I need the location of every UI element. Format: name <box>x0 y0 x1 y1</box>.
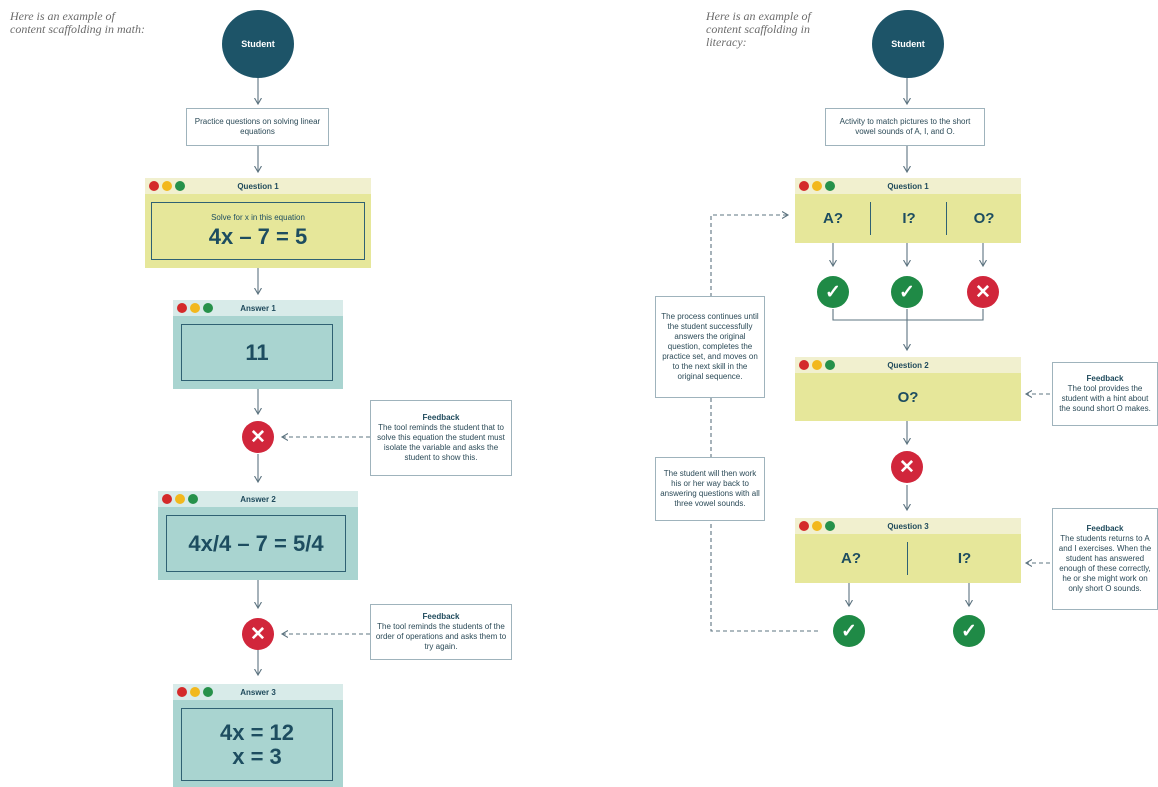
answer-line-2: x = 3 <box>232 743 282 769</box>
window-title: Question 1 <box>887 181 929 191</box>
activity-box: Practice questions on solving linear equ… <box>186 108 329 146</box>
window-title: Answer 3 <box>240 687 276 697</box>
window-titlebar: Question 1 <box>795 178 1021 194</box>
equation-frame: Solve for x in this equation 4x – 7 = 5 <box>151 202 365 260</box>
window-controls <box>149 181 185 191</box>
vowel-option-o: O? <box>973 210 995 227</box>
answer-1-window: Answer 1 11 <box>173 300 343 389</box>
return-note-box: The student will then work his or her wa… <box>655 457 765 521</box>
process-note-box: The process continues until the student … <box>655 296 765 398</box>
question-prompt: Solve for x in this equation <box>211 213 305 222</box>
feedback-box: Feedback The students returns to A and I… <box>1052 508 1158 610</box>
window-body: Solve for x in this equation 4x – 7 = 5 <box>145 194 371 268</box>
window-body: 4x/4 – 7 = 5/4 <box>158 507 358 580</box>
feedback-box: Feedback The tool provides the student w… <box>1052 362 1158 426</box>
answer-2-window: Answer 2 4x/4 – 7 = 5/4 <box>158 491 358 580</box>
x-icon: ✕ <box>242 618 274 650</box>
feedback-text: The tool reminds the students of the ord… <box>375 622 507 651</box>
window-body: A? I? O? <box>795 194 1021 243</box>
student-node: Student <box>872 10 944 78</box>
vowel-option-a: A? <box>841 550 861 567</box>
window-body: 4x = 12 x = 3 <box>173 700 343 787</box>
feedback-title: Feedback <box>422 413 460 422</box>
x-icon: ✕ <box>891 451 923 483</box>
vowel-option-i: I? <box>957 550 972 567</box>
feedback-text: The tool reminds the student that to sol… <box>377 423 505 462</box>
window-title: Answer 2 <box>240 494 276 504</box>
question-1-window: Question 1 A? I? O? <box>795 178 1021 243</box>
window-controls <box>177 687 213 697</box>
answer-3-window: Answer 3 4x = 12 x = 3 <box>173 684 343 787</box>
merge-line <box>832 309 984 321</box>
window-controls <box>177 303 213 313</box>
window-titlebar: Question 3 <box>795 518 1021 534</box>
math-intro: Here is an example of content scaffoldin… <box>10 9 145 36</box>
dashed-loop <box>710 215 818 632</box>
divider <box>907 542 908 575</box>
check-icon: ✓ <box>891 276 923 308</box>
window-title: Answer 1 <box>240 303 276 313</box>
answer-value: 4x/4 – 7 = 5/4 <box>188 530 324 556</box>
window-body: A? I? <box>795 534 1021 583</box>
answer-value: 11 <box>245 339 269 365</box>
check-icon: ✓ <box>833 615 865 647</box>
check-icon: ✓ <box>953 615 985 647</box>
equation: 4x – 7 = 5 <box>208 224 308 249</box>
vowel-option-i: I? <box>902 210 916 227</box>
window-body: O? <box>795 373 1021 421</box>
answer-frame: 11 <box>181 324 333 381</box>
feedback-box: Feedback The tool reminds the student th… <box>370 400 512 476</box>
vowel-option-a: A? <box>823 210 843 227</box>
window-title: Question 3 <box>887 521 929 531</box>
vowel-option-o: O? <box>897 388 919 406</box>
question-2-window: Question 2 O? <box>795 357 1021 421</box>
window-body: 11 <box>173 316 343 389</box>
window-controls <box>799 181 835 191</box>
literacy-intro: Here is an example of content scaffoldin… <box>706 9 811 49</box>
x-icon: ✕ <box>242 421 274 453</box>
feedback-title: Feedback <box>422 612 460 621</box>
question-3-window: Question 3 A? I? <box>795 518 1021 583</box>
divider <box>946 202 947 235</box>
activity-box: Activity to match pictures to the short … <box>825 108 985 146</box>
window-controls <box>799 360 835 370</box>
answer-frame: 4x/4 – 7 = 5/4 <box>166 515 346 572</box>
window-titlebar: Question 1 <box>145 178 371 194</box>
window-title: Question 1 <box>237 181 279 191</box>
feedback-title: Feedback <box>1086 374 1124 383</box>
window-titlebar: Answer 3 <box>173 684 343 700</box>
window-controls <box>799 521 835 531</box>
divider <box>870 202 871 235</box>
answer-frame: 4x = 12 x = 3 <box>181 708 333 781</box>
feedback-text: The students returns to A and I exercise… <box>1058 534 1152 593</box>
feedback-text: The tool provides the student with a hin… <box>1059 384 1151 413</box>
window-titlebar: Answer 1 <box>173 300 343 316</box>
window-titlebar: Question 2 <box>795 357 1021 373</box>
feedback-box: Feedback The tool reminds the students o… <box>370 604 512 660</box>
check-icon: ✓ <box>817 276 849 308</box>
window-titlebar: Answer 2 <box>158 491 358 507</box>
feedback-title: Feedback <box>1086 524 1124 533</box>
question-1-window: Question 1 Solve for x in this equation … <box>145 178 371 268</box>
x-icon: ✕ <box>967 276 999 308</box>
window-title: Question 2 <box>887 360 929 370</box>
student-node: Student <box>222 10 294 78</box>
answer-line-1: 4x = 12 <box>219 719 294 745</box>
window-controls <box>162 494 198 504</box>
